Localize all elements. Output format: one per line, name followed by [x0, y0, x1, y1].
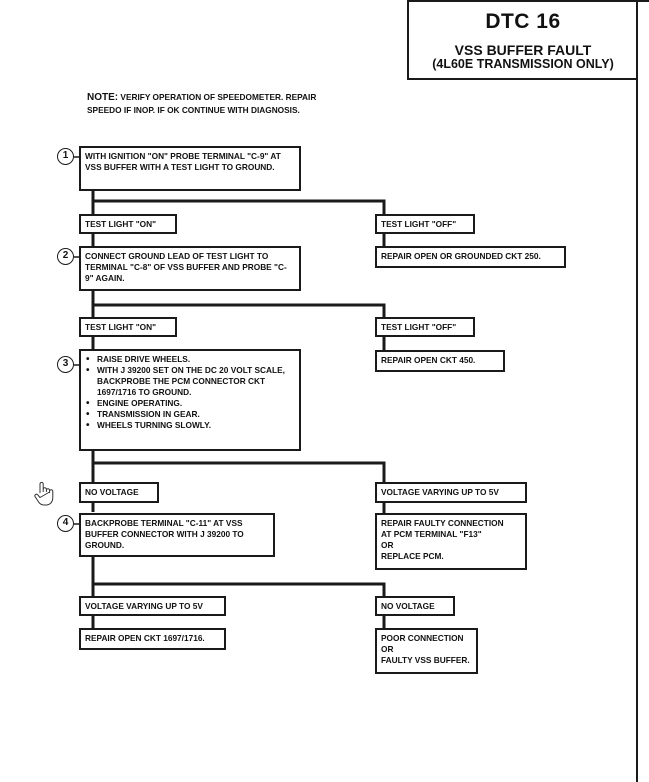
step-1-box: WITH IGNITION "ON" PROBE TERMINAL "C-9" … — [79, 146, 301, 191]
step-2-text: CONNECT GROUND LEAD OF TEST LIGHT TO TER… — [85, 251, 287, 283]
result-3-no-voltage-text: NO VOLTAGE — [85, 487, 139, 497]
step-number-1: 1 — [57, 148, 74, 165]
step-3-item: RAISE DRIVE WHEELS. — [85, 354, 295, 365]
step-1-text: WITH IGNITION "ON" PROBE TERMINAL "C-9" … — [85, 151, 281, 172]
note: NOTE: VERIFY OPERATION OF SPEEDOMETER. R… — [87, 91, 327, 116]
page-title: DTC 16 — [485, 10, 561, 33]
action-line: POOR CONNECTION — [381, 633, 464, 643]
step-3-box: RAISE DRIVE WHEELS. WITH J 39200 SET ON … — [79, 349, 301, 451]
page-subtitle: VSS BUFFER FAULT — [454, 42, 592, 58]
note-lead: NOTE: — [87, 92, 119, 103]
result-1-off-action: REPAIR OPEN OR GROUNDED CKT 250. — [375, 246, 566, 268]
result-4-voltage-varying: VOLTAGE VARYING UP TO 5V — [79, 596, 226, 616]
result-2-off-text: TEST LIGHT "OFF" — [381, 322, 457, 332]
action-line: AT PCM TERMINAL "F13" — [381, 529, 482, 539]
result-3-voltage-varying-text: VOLTAGE VARYING UP TO 5V — [381, 487, 499, 497]
step-2-box: CONNECT GROUND LEAD OF TEST LIGHT TO TER… — [79, 246, 301, 291]
hand-pointer-icon — [34, 481, 54, 506]
page-subtitle-2: (4L60E TRANSMISSION ONLY) — [432, 57, 614, 71]
step-3-list: RAISE DRIVE WHEELS. WITH J 39200 SET ON … — [85, 354, 295, 431]
note-text: VERIFY OPERATION OF SPEEDOMETER. REPAIR … — [87, 92, 317, 115]
result-4-no-voltage-text: NO VOLTAGE — [381, 601, 435, 611]
result-2-on: TEST LIGHT "ON" — [79, 317, 177, 337]
result-2-off: TEST LIGHT "OFF" — [375, 317, 475, 337]
result-1-off-text: TEST LIGHT "OFF" — [381, 219, 457, 229]
result-3-voltage-varying-action: REPAIR FAULTY CONNECTION AT PCM TERMINAL… — [375, 513, 527, 570]
result-1-off-action-text: REPAIR OPEN OR GROUNDED CKT 250. — [381, 251, 541, 261]
action-line: FAULTY VSS BUFFER. — [381, 655, 470, 665]
step-3-item: WITH J 39200 SET ON THE DC 20 VOLT SCALE… — [85, 365, 295, 398]
step-number-2: 2 — [57, 248, 74, 265]
step-3-item: ENGINE OPERATING. — [85, 398, 295, 409]
step-4-box: BACKPROBE TERMINAL "C-11" AT VSS BUFFER … — [79, 513, 275, 557]
result-2-on-text: TEST LIGHT "ON" — [85, 322, 157, 332]
action-line: REPAIR FAULTY CONNECTION — [381, 518, 504, 528]
right-border — [636, 0, 638, 782]
result-2-off-action-text: REPAIR OPEN CKT 450. — [381, 355, 476, 365]
result-1-on: TEST LIGHT "ON" — [79, 214, 177, 234]
result-4-no-voltage-action: POOR CONNECTION OR FAULTY VSS BUFFER. — [375, 628, 478, 674]
action-line: REPLACE PCM. — [381, 551, 444, 561]
result-2-off-action: REPAIR OPEN CKT 450. — [375, 350, 505, 372]
result-4-voltage-varying-action: REPAIR OPEN CKT 1697/1716. — [79, 628, 226, 650]
step-4-text: BACKPROBE TERMINAL "C-11" AT VSS BUFFER … — [85, 518, 244, 550]
result-4-no-voltage: NO VOLTAGE — [375, 596, 455, 616]
step-3-item: WHEELS TURNING SLOWLY. — [85, 420, 295, 431]
result-4-voltage-varying-action-text: REPAIR OPEN CKT 1697/1716. — [85, 633, 205, 643]
action-line: OR — [381, 540, 394, 550]
result-3-voltage-varying: VOLTAGE VARYING UP TO 5V — [375, 482, 527, 503]
result-1-on-text: TEST LIGHT "ON" — [85, 219, 157, 229]
result-1-off: TEST LIGHT "OFF" — [375, 214, 475, 234]
step-3-item: TRANSMISSION IN GEAR. — [85, 409, 295, 420]
result-4-voltage-varying-text: VOLTAGE VARYING UP TO 5V — [85, 601, 203, 611]
header-panel: DTC 16 VSS BUFFER FAULT (4L60E TRANSMISS… — [407, 0, 637, 80]
top-border — [407, 0, 649, 2]
step-number-4: 4 — [57, 515, 74, 532]
result-3-no-voltage: NO VOLTAGE — [79, 482, 159, 503]
action-line: OR — [381, 644, 394, 654]
step-number-3: 3 — [57, 356, 74, 373]
